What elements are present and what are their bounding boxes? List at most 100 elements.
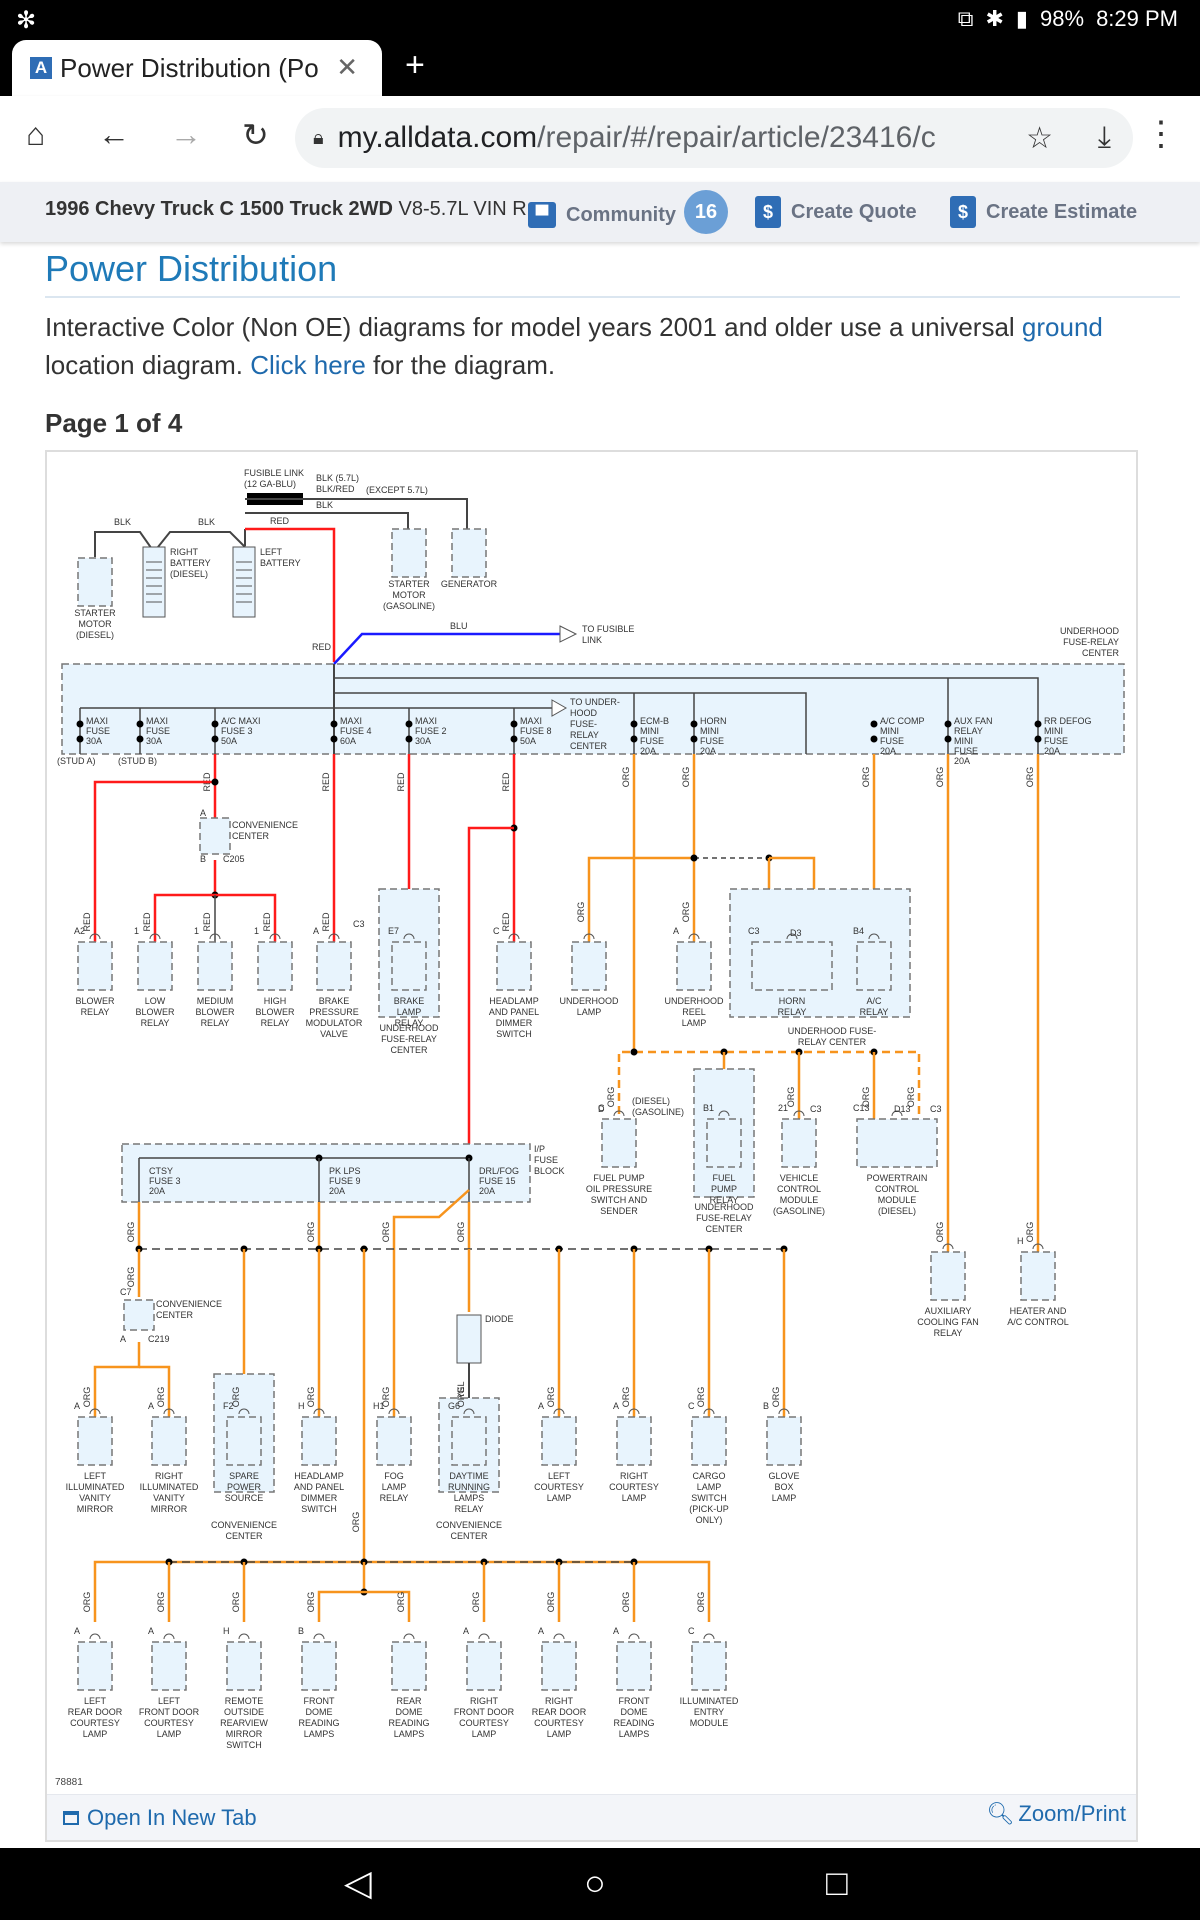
back-icon[interactable]: ← [98, 116, 130, 152]
red-wire-blower [93, 780, 217, 942]
connector-icon [786, 933, 798, 940]
component-name: COURTESY [459, 1718, 509, 1728]
bluetooth-icon: ✱ [985, 6, 1004, 31]
nav-back-icon[interactable]: ◁ [344, 1862, 372, 1903]
android-navigation-bar: ◁ ○ □ [0, 1848, 1200, 1920]
create-estimate-button[interactable]: $ Create Estimate [950, 196, 1137, 228]
bookmark-star-icon[interactable]: ☆ [1026, 121, 1053, 155]
component-name: READING [613, 1718, 654, 1728]
click-here-link[interactable]: Click here [250, 350, 366, 380]
component-name: COOLING FAN [917, 1317, 979, 1327]
home-icon[interactable]: ⌂ [26, 116, 46, 152]
component-name: REEL [682, 1007, 706, 1017]
download-icon[interactable]: ⤓ [1097, 121, 1111, 154]
ip-fuse-label: 20A [479, 1186, 495, 1196]
connector-label: C205 [223, 854, 245, 864]
community-count-badge: 16 [684, 190, 728, 234]
diagram-footer: Open In New Tab 🔍︎ Zoom/Print [47, 1794, 1136, 1840]
pin-label: A [148, 1626, 154, 1636]
tab-title: Power Distribution (Po [60, 52, 319, 83]
url-text[interactable]: my.alldata.com/repair/#/repair/article/2… [338, 121, 988, 155]
kebab-menu-icon[interactable]: ⋮ [1144, 115, 1178, 153]
fusible-link-label: (12 GA-BLU) [244, 479, 296, 489]
wire-color-label: ORG [1025, 1222, 1035, 1243]
pin-label: C [688, 1626, 695, 1636]
reload-icon[interactable]: ↻ [242, 117, 269, 153]
ip-fuse-label: DRL/FOG [479, 1166, 519, 1176]
wire-color-label: RED [142, 912, 152, 932]
fuse-terminal [630, 720, 638, 728]
right-battery-label: RIGHT [170, 547, 199, 557]
component-name: FRONT DOOR [139, 1707, 200, 1717]
component-name: SWITCH [301, 1504, 337, 1514]
ground-link[interactable]: ground [1021, 312, 1103, 342]
component-name: DOME [396, 1707, 423, 1717]
browser-tab[interactable]: A Power Distribution (Po ✕ [12, 40, 382, 96]
blu-wire [333, 632, 562, 665]
address-bar[interactable]: 🔒︎ my.alldata.com/repair/#/repair/articl… [295, 108, 1133, 168]
connector-icon [89, 1633, 101, 1640]
pin-label: H [1017, 1236, 1024, 1246]
wire-color-label: RED [202, 912, 212, 932]
wire-label: RED [270, 516, 290, 526]
pin-label: H [223, 1626, 230, 1636]
wire-color-label: ORG [306, 1387, 316, 1408]
component-name: LOW [145, 996, 166, 1006]
intro-text-1: Interactive Color (Non OE) diagrams for … [45, 312, 1022, 342]
close-tab-icon[interactable]: ✕ [336, 52, 358, 82]
nav-recents-icon[interactable]: □ [826, 1862, 848, 1903]
wire-color-label: ORG [606, 1087, 616, 1108]
fuse-label: FUSE 4 [340, 726, 372, 736]
connector-icon [163, 1633, 175, 1640]
zoom-print-button[interactable]: 🔍︎ Zoom/Print [986, 1801, 1126, 1827]
right-battery-label: BATTERY [170, 558, 211, 568]
connector-icon [628, 1633, 640, 1640]
wire-color-label: ORG [126, 1222, 136, 1243]
component-name: MODULE [878, 1195, 917, 1205]
ip-fuse-label: FUSE 15 [479, 1176, 516, 1186]
nav-home-icon[interactable]: ○ [584, 1862, 606, 1903]
fuse-label: MINI [1044, 726, 1063, 736]
wire-label: BLK (5.7L) [316, 473, 359, 483]
pin-label: G6 [448, 1401, 460, 1411]
component-name: ILLUMINATED [66, 1482, 125, 1492]
wire-color-label: ORG [696, 1387, 706, 1408]
component-name: LAMPS [454, 1493, 485, 1503]
forward-icon[interactable]: → [170, 116, 202, 152]
component-name: COURTESY [70, 1718, 120, 1728]
create-quote-button[interactable]: $ Create Quote [755, 196, 917, 228]
wire-color-label: ORG [906, 1087, 916, 1108]
fuse-terminal [870, 735, 878, 743]
component-name: ILLUMINATED [680, 1696, 739, 1706]
component-name: LAMP [382, 1482, 407, 1492]
community-button[interactable]: ▀ Community 16 [528, 190, 728, 234]
component-name: BLOWER [195, 1007, 235, 1017]
group-label: CONVENIENCE [211, 1520, 277, 1530]
org-wire [93, 1342, 141, 1417]
component-name: RIGHT [155, 1471, 184, 1481]
connector-icon [508, 933, 520, 940]
wire-color-label: ORG [696, 1592, 706, 1613]
system-status-bar: ✻ ⧉ ✱ ▮ 98% 8:29 PM [0, 0, 1200, 40]
new-tab-button[interactable]: + [405, 46, 425, 84]
component-name: HEADLAMP [489, 996, 539, 1006]
ip-fuse-block-label: FUSE [534, 1155, 558, 1165]
underhood-reel-lamp [676, 941, 712, 991]
intro-text-2: location diagram. [45, 350, 251, 380]
open-new-tab-button[interactable]: Open In New Tab [63, 1805, 257, 1831]
wire-color-label: ORG [681, 902, 691, 923]
to-underhood-label: FUSE- [570, 719, 597, 729]
fuse-label: AUX FAN [954, 716, 993, 726]
component-name: VALVE [320, 1029, 348, 1039]
component-name: COURTESY [609, 1482, 659, 1492]
vehicle-title[interactable]: 1996 Chevy Truck C 1500 Truck 2WD V8-5.7… [45, 198, 535, 221]
generator [451, 528, 487, 578]
component-name: LAMPS [304, 1729, 335, 1739]
connector-icon [238, 1633, 250, 1640]
group-label: UNDERHOOD [379, 1023, 439, 1033]
wire-color-label: RED [501, 772, 511, 792]
connector-icon [403, 1633, 415, 1640]
group-label: UNDERHOOD FUSE- [788, 1026, 877, 1036]
fuse-label: MINI [880, 726, 899, 736]
